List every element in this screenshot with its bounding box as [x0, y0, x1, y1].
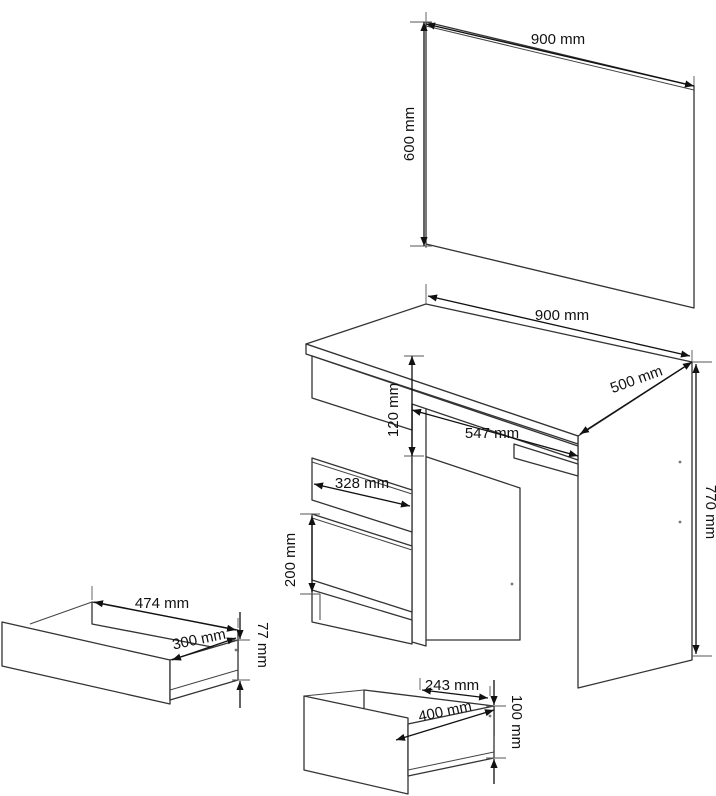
- wide-drawer-width-label: 474 mm: [135, 595, 189, 612]
- desk-width-label: 900 mm: [535, 307, 589, 324]
- desk-back-panel: [411, 451, 521, 641]
- cabinet-base: [311, 589, 413, 645]
- mirror-height-label: 600 mm: [401, 107, 418, 161]
- top-drawer-height-label: 120 mm: [385, 383, 402, 437]
- small-drawer-front: [303, 695, 409, 795]
- knee-space-dimension: 547 mm: [411, 408, 579, 458]
- wide-drawer: [1, 601, 239, 705]
- desk-height-dimension: 770 mm: [692, 361, 716, 657]
- mirror: [425, 21, 695, 309]
- wide-drawer-front: [1, 621, 171, 705]
- wide-drawer-height-label: 77 mm: [254, 622, 271, 668]
- drawer-front-height-dimension: 200 mm: [282, 513, 320, 595]
- wide-drawer-width-dimension: 474 mm: [91, 586, 239, 632]
- cabinet-width-label: 328 mm: [335, 475, 389, 492]
- knee-space-label: 547 mm: [465, 425, 519, 442]
- mirror-width-dimension: 900 mm: [425, 12, 695, 88]
- drawer-front-height-label: 200 mm: [282, 533, 299, 587]
- mirror-panel: [425, 21, 695, 309]
- cabinet-width-dimension: 328 mm: [313, 475, 411, 508]
- mirror-width-label: 900 mm: [531, 31, 585, 48]
- small-drawer-width-dimension: 243 mm: [419, 677, 491, 701]
- cabinet-side: [411, 403, 427, 647]
- wide-drawer-height-dimension: 77 mm: [232, 612, 271, 708]
- desk-height-label: 770 mm: [702, 485, 716, 539]
- small-drawer-width-label: 243 mm: [425, 677, 479, 694]
- mirror-height-dimension: 600 mm: [401, 21, 432, 247]
- desk-width-dimension: 900 mm: [425, 284, 693, 362]
- small-drawer-height-dimension: 100 mm: [486, 680, 525, 784]
- small-drawer-height-label: 100 mm: [508, 695, 525, 749]
